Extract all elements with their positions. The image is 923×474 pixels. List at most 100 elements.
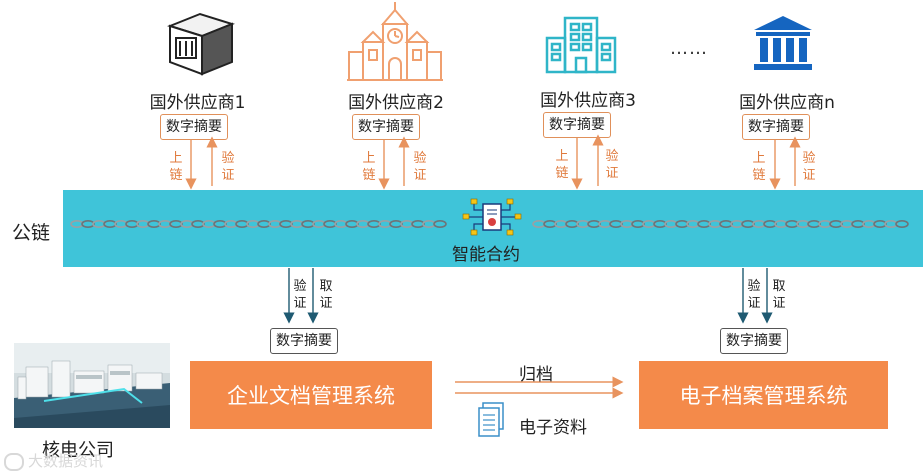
chain-link (202, 219, 216, 228)
chain-link (81, 219, 95, 228)
verify-label-3: 验证 (605, 149, 619, 181)
chain-link (774, 219, 788, 228)
chain-link (389, 219, 403, 228)
chain-link (213, 219, 227, 228)
upload-label-1: 上链 (169, 151, 183, 183)
chain-link (543, 219, 557, 228)
chain-link (191, 219, 205, 228)
supplier-label-1: 国外供应商1 (149, 93, 246, 113)
smart-contract-icon (462, 198, 522, 236)
chain-link (345, 219, 359, 228)
watermark-logo: 大数据资讯 (4, 450, 103, 471)
chain-link (884, 219, 898, 228)
chain-link (752, 219, 766, 228)
upload-label-2: 上链 (362, 151, 376, 183)
chain-link (664, 219, 678, 228)
chain-link (554, 219, 568, 228)
digest-box-archive: 数字摘要 (720, 328, 788, 354)
chain-link (136, 219, 150, 228)
chain-link (851, 219, 865, 228)
archive-label: 归档 (519, 365, 553, 385)
chain-link (92, 219, 106, 228)
chain-link (367, 219, 381, 228)
chain-link (587, 219, 601, 228)
chain-link (873, 219, 887, 228)
chain-link (620, 219, 634, 228)
chain-link (312, 219, 326, 228)
supplier-label-n: 国外供应商n (739, 93, 835, 113)
chain-link (862, 219, 876, 228)
chain-link (290, 219, 304, 228)
verify-label-1: 验证 (221, 151, 235, 183)
chain-link (697, 219, 711, 228)
chain-link (829, 219, 843, 228)
chain-link (895, 219, 909, 228)
chain-link (686, 219, 700, 228)
chain-link (411, 219, 425, 228)
upload-label-n: 上链 (752, 151, 766, 183)
verify-label-n: 验证 (802, 151, 816, 183)
chain-link (257, 219, 271, 228)
digest-box-3: 数字摘要 (543, 112, 611, 138)
chain-link (708, 219, 722, 228)
digest-box-2: 数字摘要 (352, 114, 420, 140)
verify-label-enterprise: 验证 (293, 279, 307, 311)
bank-safe-icon (167, 12, 235, 76)
chain-link (818, 219, 832, 228)
chain-link (807, 219, 821, 228)
electronic-archive-system[interactable]: 电子档案管理系统 (639, 361, 888, 429)
digest-box-1: 数字摘要 (160, 114, 228, 140)
digest-box-enterprise: 数字摘要 (270, 328, 338, 354)
chain-link (147, 219, 161, 228)
chain-link (642, 219, 656, 228)
chain-link (279, 219, 293, 228)
chain-link (356, 219, 370, 228)
chain-link (378, 219, 392, 228)
chain-link (532, 219, 546, 228)
chain-link (598, 219, 612, 228)
chain-link (796, 219, 810, 228)
supplier-label-3: 国外供应商3 (540, 91, 636, 111)
nuclear-plant-label: 核电公司 (42, 440, 114, 461)
chain-link (631, 219, 645, 228)
chain-link (158, 219, 172, 228)
verify-label-archive: 验证 (747, 279, 761, 311)
chain-link (785, 219, 799, 228)
chain-link (125, 219, 139, 228)
clock-tower-building-icon (347, 2, 443, 81)
chain-link (675, 219, 689, 228)
chain-link (730, 219, 744, 228)
supplier-label-2: 国外供应商2 (348, 93, 444, 113)
upload-label-3: 上链 (555, 149, 569, 181)
chain-link (70, 219, 84, 228)
chain-links-icon (70, 219, 909, 228)
chain-link (224, 219, 238, 228)
office-building-icon (545, 16, 617, 74)
chain-link (323, 219, 337, 228)
smart-contract-label: 智能合约 (452, 245, 520, 265)
chain-link (576, 219, 590, 228)
nuclear-plant-image (14, 343, 170, 428)
chain-link (565, 219, 579, 228)
chain-link (653, 219, 667, 228)
chain-link (169, 219, 183, 228)
fetch-label-enterprise: 取证 (319, 279, 333, 311)
chain-link (235, 219, 249, 228)
chain-link (719, 219, 733, 228)
chain-link (103, 219, 117, 228)
chain-link (180, 219, 194, 228)
chain-link (301, 219, 315, 228)
chain-link (400, 219, 414, 228)
chain-link (433, 219, 447, 228)
enterprise-document-system[interactable]: 企业文档管理系统 (190, 361, 432, 429)
chain-link (246, 219, 260, 228)
public-chain-label: 公链 (12, 222, 51, 244)
chain-link (741, 219, 755, 228)
chain-link (268, 219, 282, 228)
bank-columns-icon (754, 16, 812, 70)
verify-label-2: 验证 (413, 151, 427, 183)
chain-link (840, 219, 854, 228)
watermark-icon (4, 452, 24, 471)
document-icon (478, 402, 504, 437)
